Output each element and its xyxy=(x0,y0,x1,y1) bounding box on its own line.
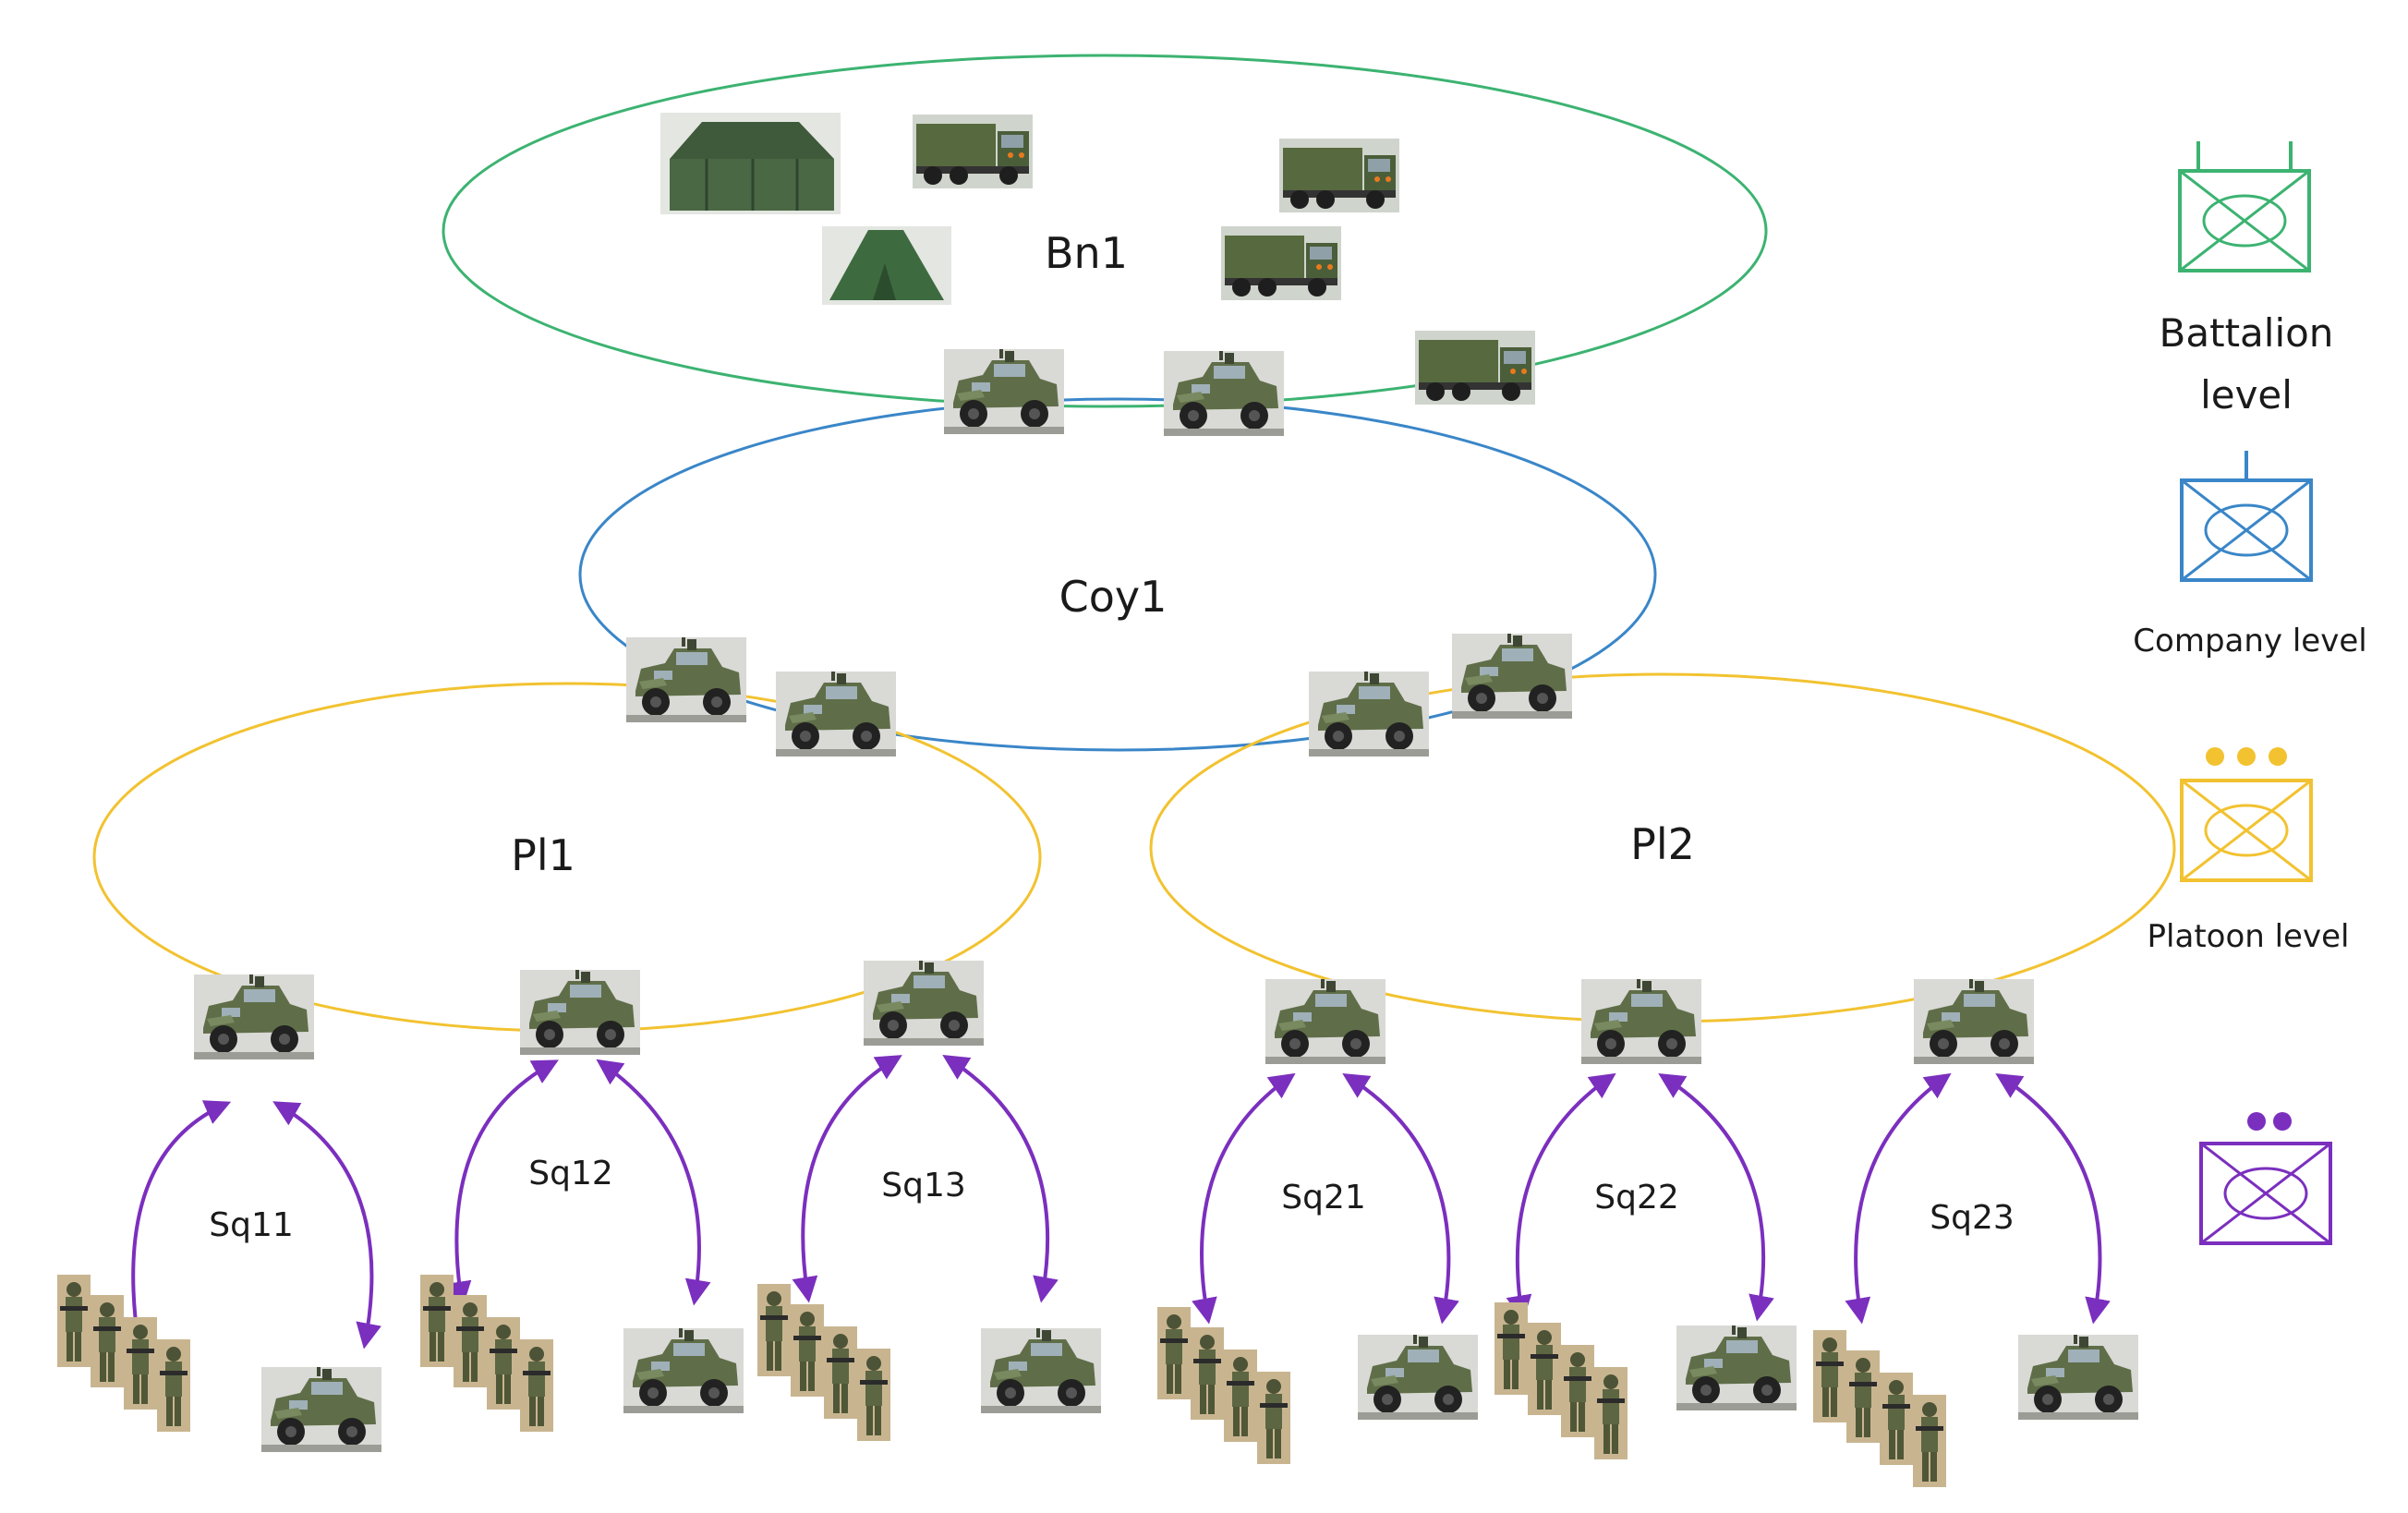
military-truck-icon xyxy=(1415,331,1535,405)
squad-link-arrow xyxy=(792,1055,902,1303)
military-truck-icon xyxy=(1279,139,1399,212)
squad-link-arrow xyxy=(272,1101,381,1350)
squad-link-arrow xyxy=(942,1055,1059,1303)
squad-label: Sq22 xyxy=(1594,1179,1679,1216)
squad-label: Sq23 xyxy=(1930,1199,2015,1237)
legend: Battalion level Company level Platoon le… xyxy=(2133,141,2367,1245)
squad-link-arrow xyxy=(1192,1072,1296,1325)
squad-link-arrow xyxy=(1342,1073,1459,1325)
military-truck-icon xyxy=(913,115,1033,188)
soldier-icon xyxy=(757,1284,890,1441)
soldier-icon xyxy=(57,1275,190,1432)
tent-icon xyxy=(660,113,841,214)
armored-vehicle-icon xyxy=(623,1328,744,1413)
soldier-icon xyxy=(1494,1302,1628,1459)
armored-vehicle-icon xyxy=(981,1328,1101,1413)
military-truck-icon xyxy=(1221,226,1341,300)
squad-link-arrow xyxy=(1845,1072,1952,1325)
armored-vehicle-icon xyxy=(1914,979,2034,1064)
armored-vehicle-icon xyxy=(261,1367,381,1452)
armored-vehicle-icon xyxy=(2018,1335,2138,1420)
armored-vehicle-icon xyxy=(1265,979,1386,1064)
platoon1-network-label: Pl1 xyxy=(511,830,575,880)
battalion-network-ring xyxy=(442,54,1768,408)
soldier-icon xyxy=(420,1275,553,1432)
squad-symbol-icon xyxy=(2199,1112,2332,1245)
tent-icon xyxy=(822,226,951,305)
armored-vehicle-icon xyxy=(520,970,640,1055)
squad-link-arrow xyxy=(445,1059,559,1308)
armored-vehicle-icon xyxy=(1358,1335,1478,1420)
soldier-icon xyxy=(1157,1307,1290,1464)
armored-vehicle-icon xyxy=(194,974,314,1059)
company-network-ring xyxy=(578,397,1657,752)
squad-label: Sq21 xyxy=(1281,1179,1366,1216)
armored-vehicle-icon xyxy=(1581,979,1701,1064)
platoon2-network-label: Pl2 xyxy=(1630,819,1695,869)
squad-link-arrow xyxy=(1506,1072,1616,1322)
armored-vehicle-icon xyxy=(864,961,984,1046)
squad-label: Sq13 xyxy=(881,1167,966,1204)
battalion-symbol-icon xyxy=(2178,141,2311,272)
armored-vehicle-icon xyxy=(626,637,746,722)
soldier-icon xyxy=(1813,1330,1946,1487)
legend-platoon-label: Platoon level xyxy=(2148,918,2350,955)
squad-link-arrow xyxy=(1995,1073,2111,1325)
squad-link-arrow xyxy=(1658,1073,1774,1322)
squad-label: Sq11 xyxy=(209,1206,294,1244)
legend-company-label: Company level xyxy=(2133,623,2366,660)
squad-link-arrow xyxy=(122,1100,232,1350)
legend-battalion-line2: level xyxy=(2200,372,2293,418)
platoon-symbol-icon xyxy=(2180,747,2313,882)
armored-vehicle-icon xyxy=(1452,634,1572,719)
squad-label: Sq12 xyxy=(528,1155,613,1192)
armored-vehicle-icon xyxy=(1309,672,1429,756)
company-symbol-icon xyxy=(2180,451,2313,582)
armored-vehicle-icon xyxy=(944,349,1064,434)
company-network-label: Coy1 xyxy=(1059,572,1168,622)
battalion-network-label: Bn1 xyxy=(1045,228,1128,278)
legend-battalion-line1: Battalion xyxy=(2160,310,2334,356)
armored-vehicle-icon xyxy=(1676,1325,1797,1410)
armored-vehicle-icon xyxy=(776,672,896,756)
armored-vehicle-icon xyxy=(1164,351,1284,436)
squad-link-arrow xyxy=(596,1059,711,1306)
